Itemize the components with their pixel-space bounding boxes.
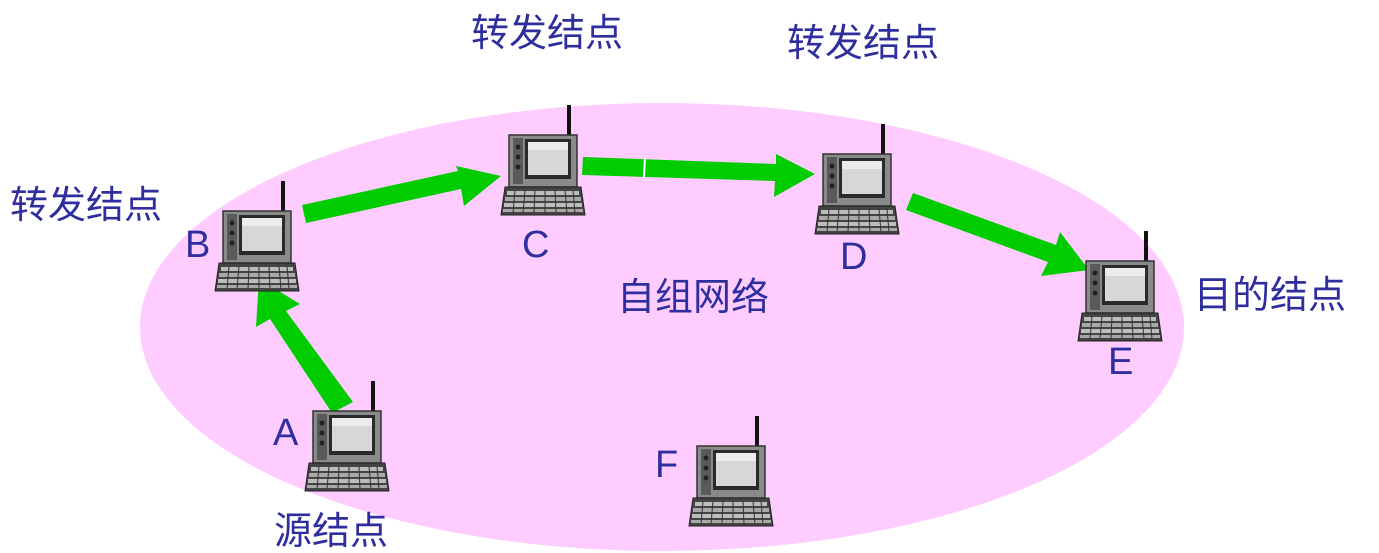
- route-arrow-d-e: [906, 193, 1089, 276]
- node-d-letter: D: [840, 236, 868, 278]
- node-c-letter: C: [522, 224, 550, 266]
- node-c-role-label: 转发结点: [471, 11, 624, 55]
- node-f-letter: F: [655, 444, 679, 486]
- node-e-role-label: 目的结点: [1194, 273, 1347, 317]
- network-label: 自组网络: [617, 275, 770, 319]
- route-arrow-c-d: [582, 154, 815, 197]
- node-a-role-label: 源结点: [274, 509, 389, 553]
- node-a-letter: A: [273, 412, 299, 454]
- node-d-role-label: 转发结点: [787, 21, 940, 65]
- node-b-role-label: 转发结点: [10, 183, 163, 227]
- route-arrow-b-c: [302, 166, 501, 223]
- node-e-letter: E: [1108, 341, 1134, 383]
- route-arrows: [256, 154, 1089, 413]
- route-arrow-a-b: [256, 279, 353, 413]
- node-b-letter: B: [185, 224, 211, 266]
